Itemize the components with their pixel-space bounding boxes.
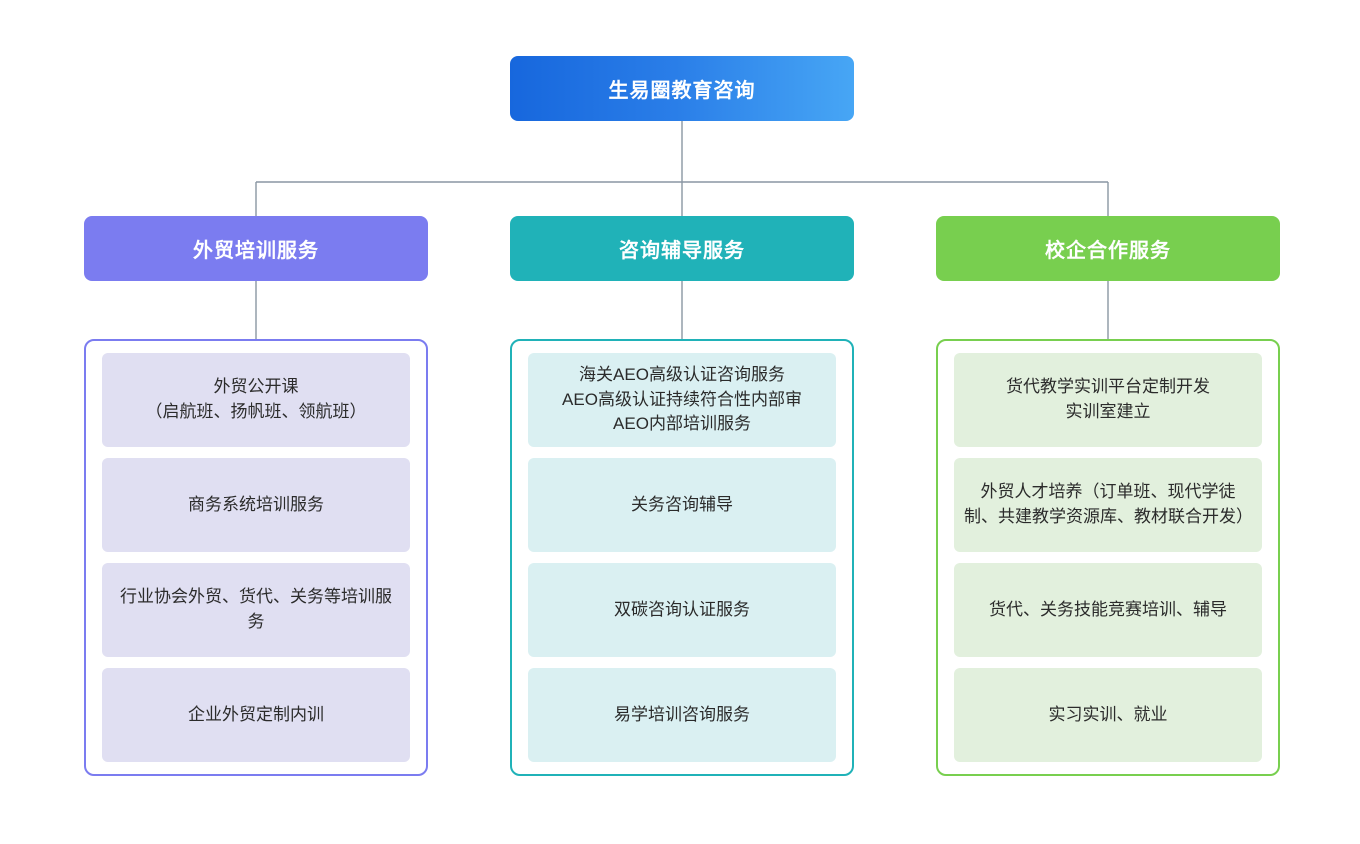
service-item[interactable]: 行业协会外贸、货代、关务等培训服务: [102, 563, 410, 657]
service-item[interactable]: 外贸人才培养（订单班、现代学徒制、共建教学资源库、教材联合开发）: [954, 458, 1262, 552]
service-item[interactable]: 关务咨询辅导: [528, 458, 836, 552]
service-item[interactable]: 易学培训咨询服务: [528, 668, 836, 762]
service-item[interactable]: 商务系统培训服务: [102, 458, 410, 552]
panel-zixun-fudao: 海关AEO高级认证咨询服务 AEO高级认证持续符合性内部审 AEO内部培训服务 …: [510, 339, 854, 776]
service-item[interactable]: 实习实训、就业: [954, 668, 1262, 762]
column-header-zixun-fudao[interactable]: 咨询辅导服务: [510, 216, 854, 281]
service-item[interactable]: 货代教学实训平台定制开发 实训室建立: [954, 353, 1262, 447]
column-header-label: 咨询辅导服务: [619, 240, 745, 262]
service-item[interactable]: 外贸公开课 （启航班、扬帆班、领航班）: [102, 353, 410, 447]
root-node-label: 生易圈教育咨询: [608, 80, 756, 102]
panel-xiaoqi-hezuo: 货代教学实训平台定制开发 实训室建立 外贸人才培养（订单班、现代学徒制、共建教学…: [936, 339, 1280, 776]
column-header-waimao-peixun[interactable]: 外贸培训服务: [84, 216, 428, 281]
service-item[interactable]: 双碳咨询认证服务: [528, 563, 836, 657]
column-header-label: 校企合作服务: [1045, 240, 1171, 262]
column-header-label: 外贸培训服务: [193, 240, 319, 262]
panel-waimao-peixun: 外贸公开课 （启航班、扬帆班、领航班） 商务系统培训服务 行业协会外贸、货代、关…: [84, 339, 428, 776]
service-item[interactable]: 货代、关务技能竞赛培训、辅导: [954, 563, 1262, 657]
service-item[interactable]: 海关AEO高级认证咨询服务 AEO高级认证持续符合性内部审 AEO内部培训服务: [528, 353, 836, 447]
root-node[interactable]: 生易圈教育咨询: [510, 56, 854, 121]
column-header-xiaoqi-hezuo[interactable]: 校企合作服务: [936, 216, 1280, 281]
service-item[interactable]: 企业外贸定制内训: [102, 668, 410, 762]
